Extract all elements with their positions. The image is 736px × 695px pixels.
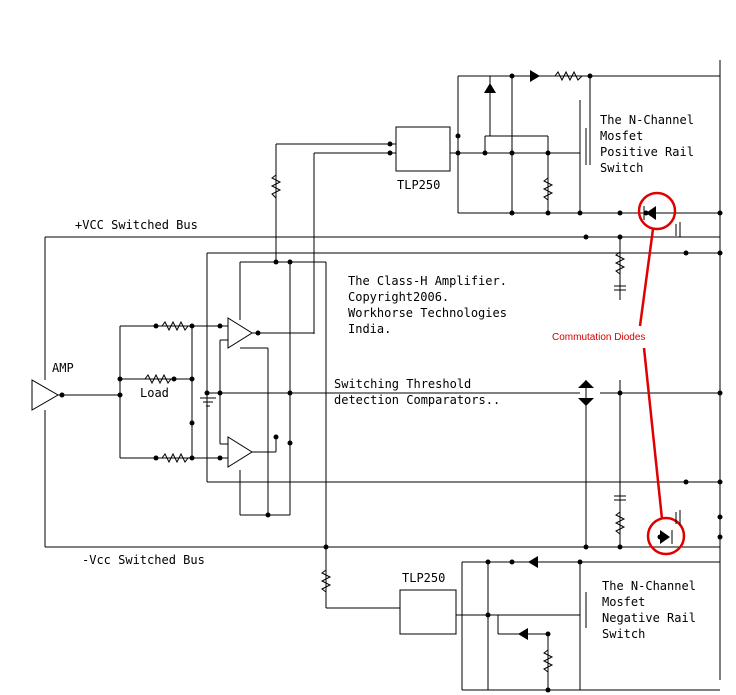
neg-switch-line-3: Negative Rail: [602, 611, 696, 625]
commutation-diodes-label: Commutation Diodes: [552, 332, 645, 343]
commutation-diodes: [637, 191, 686, 556]
neg-switch-line-2: Mosfet: [602, 595, 645, 609]
vcc-bus-label: +VCC Switched Bus: [75, 218, 198, 232]
center-components: [578, 237, 626, 547]
pos-switch-line-4: Switch: [600, 161, 643, 175]
neg-switch-line-4: Switch: [602, 627, 645, 641]
title-line-3: Workhorse Technologies: [348, 306, 507, 320]
pos-switch-line-2: Mosfet: [600, 129, 643, 143]
load-label: Load: [140, 386, 169, 400]
comparator-section: [31, 261, 327, 547]
pos-switch-note: The N-Channel Mosfet Positive Rail Switc…: [600, 113, 694, 175]
title-line-1: The Class-H Amplifier.: [348, 274, 507, 288]
bus-wires: [44, 60, 721, 680]
pos-switch-line-1: The N-Channel: [600, 113, 694, 127]
comparators-note: Switching Threshold detection Comparator…: [334, 377, 500, 407]
commutation-highlight-bottom: [646, 516, 686, 556]
title-block: The Class-H Amplifier. Copyright2006. Wo…: [348, 274, 507, 336]
negative-rail-section: [320, 547, 720, 691]
title-line-2: Copyright2006.: [348, 290, 449, 304]
tlp-top-label: TLP250: [397, 178, 440, 192]
neg-switch-line-1: The N-Channel: [602, 579, 696, 593]
commutation-highlight-top: [637, 191, 677, 231]
pos-switch-line-3: Positive Rail: [600, 145, 694, 159]
positive-rail-section: [270, 70, 720, 334]
comparators-line-1: Switching Threshold: [334, 377, 471, 391]
comparators-line-2: detection Comparators..: [334, 393, 500, 407]
neg-bus-label: -Vcc Switched Bus: [82, 553, 205, 567]
amp-label: AMP: [52, 361, 74, 375]
junction-dots: [59, 73, 723, 693]
neg-switch-note: The N-Channel Mosfet Negative Rail Switc…: [602, 579, 696, 641]
title-line-4: India.: [348, 322, 391, 336]
tlp-bottom-label: TLP250: [402, 571, 445, 585]
